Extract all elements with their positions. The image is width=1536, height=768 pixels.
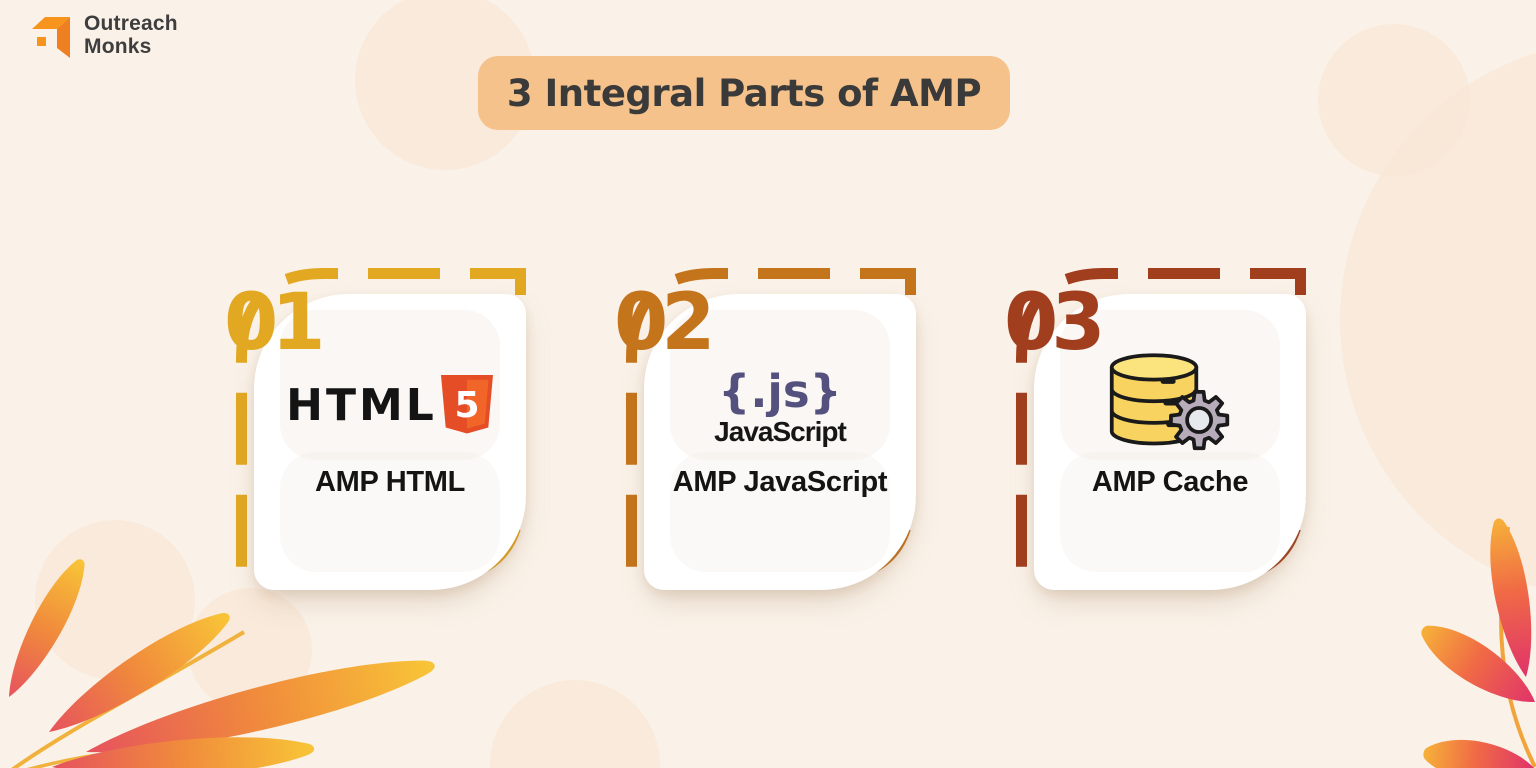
card-number: 01: [224, 278, 326, 368]
card-amp-html: HTML 5 AMP HTML 01: [224, 268, 536, 598]
brand-name: Outreach Monks: [84, 13, 178, 58]
html5-logo: HTML 5: [254, 349, 526, 461]
panel-tint: [670, 310, 890, 460]
card-panel: {.js} JavaScript AMP JavaScript: [644, 294, 916, 590]
html5-logo-text: HTML: [286, 379, 437, 431]
page-title: 3 Integral Parts of AMP: [506, 71, 982, 115]
brand-cube-icon: [32, 17, 70, 58]
panel-tint: [1060, 452, 1280, 572]
card-label: AMP Cache: [1091, 466, 1249, 498]
card-label: AMP HTML: [314, 466, 466, 498]
card-number: 02: [614, 278, 716, 368]
card-panel: AMP Cache: [1034, 294, 1306, 590]
panel-tint: [670, 452, 890, 572]
card-label: AMP JavaScript: [672, 466, 888, 498]
javascript-logo-word: JavaScript: [714, 416, 847, 448]
brand-name-line1: Outreach: [84, 12, 178, 36]
leaves-decoration-right: [1411, 517, 1536, 768]
title-badge: 3 Integral Parts of AMP: [478, 56, 1010, 130]
javascript-logo: {.js} JavaScript: [644, 349, 916, 461]
card-number: 03: [1004, 278, 1106, 368]
brand-name-line2: Monks: [84, 35, 152, 58]
panel-tint: [280, 452, 500, 572]
javascript-logo-mark: {.js}: [718, 364, 842, 418]
card-amp-javascript: {.js} JavaScript AMP JavaScript 02: [614, 268, 926, 598]
brand-logo: Outreach Monks: [30, 12, 178, 60]
database-gear-icon: [1034, 349, 1306, 461]
card-amp-cache: AMP Cache 03: [1004, 268, 1316, 598]
card-panel: HTML 5 AMP HTML: [254, 294, 526, 590]
background-circle: [490, 680, 660, 768]
html5-shield-number: 5: [454, 385, 479, 426]
leaves-decoration-left: [0, 552, 440, 768]
html5-shield-icon: 5: [440, 375, 493, 434]
